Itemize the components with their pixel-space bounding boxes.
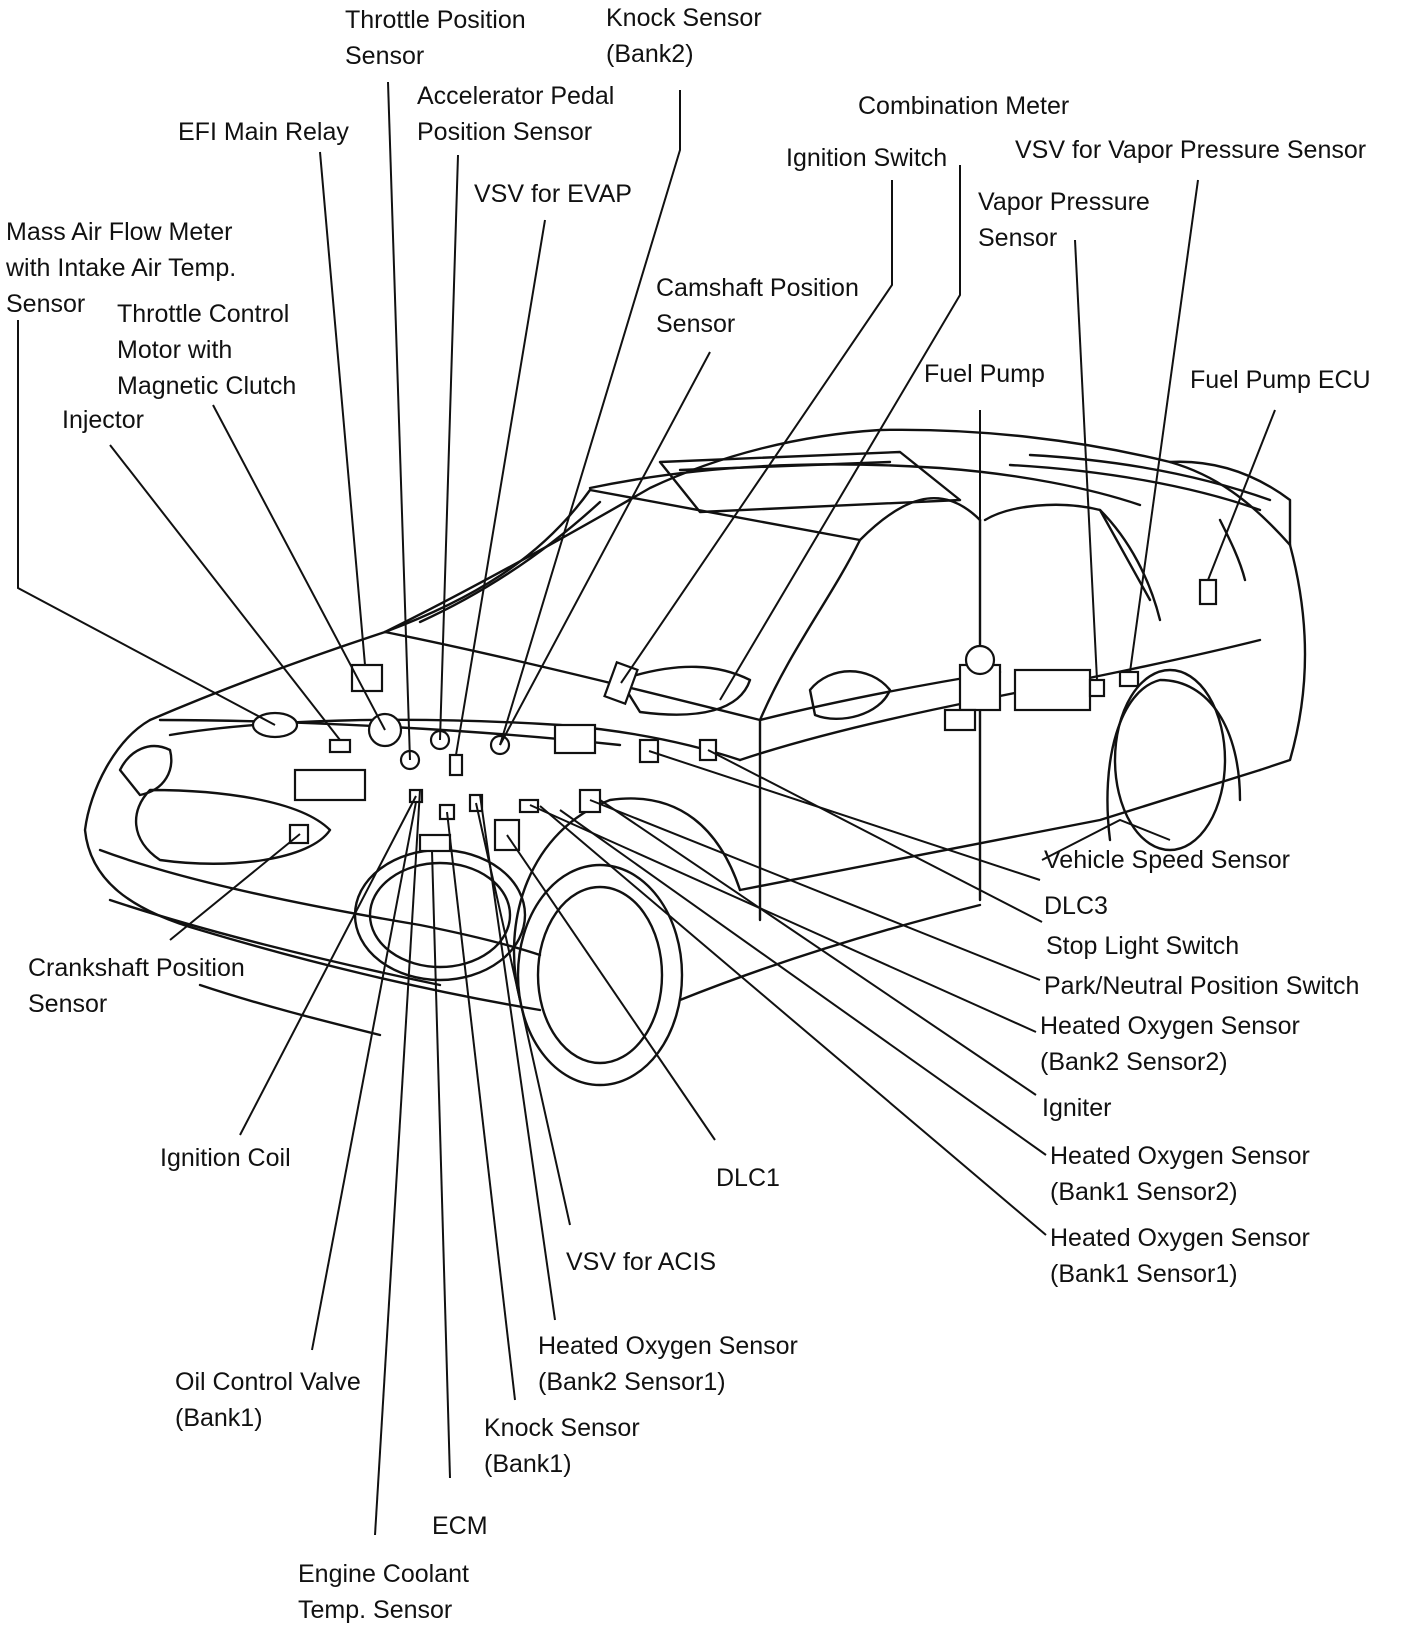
label-camshaft-position-sensor: Camshaft Position Sensor [656,274,859,338]
label-ignition-switch: Ignition Switch [786,144,948,172]
leader-ecm [431,850,451,1479]
label-heated-oxygen-sensor-b1s1: Heated Oxygen Sensor (Bank1 Sensor1) [1050,1224,1310,1288]
label-heated-oxygen-sensor-b2s2: Heated Oxygen Sensor (Bank2 Sensor2) [1040,1012,1300,1076]
leader-fuel-pump-ecu [1207,409,1276,581]
fuel-tank-part [1013,668,1092,712]
label-combination-meter: Combination Meter [858,92,1070,120]
leader-dlc1 [506,834,716,1141]
leader-throttle-control [212,404,386,731]
component-shapes [251,578,1218,853]
fuel-pump-ecu-part [1198,578,1218,606]
leader-mass-air-flow [17,320,276,726]
ho2-bank2-sensor1-part [518,798,540,814]
leader-vsv-evap [455,219,546,756]
leader-igniter [599,799,1037,1096]
leader-knock-sensor-bank2 [499,90,681,746]
leader-stop-light [707,749,1043,923]
label-vsv-for-vapor-pressure-sensor: VSV for Vapor Pressure Sensor [1015,136,1367,164]
label-vsv-for-acis: VSV for ACIS [566,1248,717,1276]
leader-ignition-coil [239,795,417,1136]
leader-vsv-vapor-pressure [1129,179,1199,673]
leader-injector [109,444,341,741]
label-igniter: Igniter [1042,1094,1112,1122]
label-stop-light-switch: Stop Light Switch [1046,932,1240,960]
vsv-vapor-part [1118,670,1140,688]
leader-accelerator-pedal [439,154,459,741]
label-vehicle-speed-sensor: Vehicle Speed Sensor [1044,846,1291,874]
label-heated-oxygen-sensor-b2s1: Heated Oxygen Sensor (Bank2 Sensor1) [538,1332,798,1396]
reservoir-part [553,723,597,755]
label-knock-sensor-bank2: Knock Sensor (Bank2) [606,4,762,68]
label-engine-coolant-temp-sensor: Engine Coolant Temp. Sensor [298,1560,469,1624]
leader-efi-main-relay [319,151,366,666]
label-injector: Injector [62,406,144,434]
leader-engine-coolant-temp [374,789,421,1536]
leader-ho2-b2s1 [479,794,556,1321]
leader-knock-sensor-bank1 [446,811,516,1401]
label-knock-sensor-bank1: Knock Sensor (Bank1) [484,1414,640,1478]
label-mass-air-flow-meter: Mass Air Flow Meter with Intake Air Temp… [6,218,237,318]
label-throttle-control-motor: Throttle Control Motor with Magnetic Clu… [117,300,297,400]
label-heated-oxygen-sensor-b1s2: Heated Oxygen Sensor (Bank1 Sensor2) [1050,1142,1310,1206]
injector-part [328,738,352,754]
leader-oil-control-valve [311,801,417,1351]
label-accelerator-pedal-position-sensor: Accelerator Pedal Position Sensor [417,82,615,146]
leader-ho2-b1s2 [559,809,1047,1156]
label-throttle-position-sensor: Throttle Position Sensor [345,6,526,70]
label-fuel-pump-ecu: Fuel Pump ECU [1190,366,1371,394]
leader-crankshaft-position [169,833,301,941]
leader-ho2-b2s2 [529,804,1037,1033]
leader-camshaft-position [499,351,711,746]
label-efi-main-relay: EFI Main Relay [178,118,349,146]
vsv-evap-part [448,753,464,777]
label-dlc3: DLC3 [1044,892,1108,920]
leader-vehicle-speed [1041,818,1171,861]
combination-meter-part [943,708,977,732]
vapor-pressure-part [1088,678,1106,698]
label-park-neutral-position-switch: Park/Neutral Position Switch [1044,972,1360,1000]
leader-vapor-pressure [1074,239,1098,681]
leader-throttle-position [387,81,411,761]
leader-lines [17,81,1276,1536]
air-cleaner-part [293,768,367,802]
label-crankshaft-position-sensor: Crankshaft Position Sensor [28,954,245,1018]
label-ignition-coil: Ignition Coil [160,1144,291,1172]
label-oil-control-valve-bank1: Oil Control Valve (Bank1) [175,1368,361,1432]
fuel-pump-top-part [964,644,996,676]
label-fuel-pump: Fuel Pump [924,360,1045,388]
leader-park-neutral [589,799,1041,981]
label-vapor-pressure-sensor: Vapor Pressure Sensor [978,188,1150,252]
label-vsv-for-evap: VSV for EVAP [474,180,632,208]
ecm-part [418,833,452,853]
leader-combination-meter [719,165,961,701]
leader-ignition-switch [620,180,893,684]
label-dlc1: DLC1 [716,1164,780,1192]
label-ecm: ECM [432,1512,488,1540]
leader-dlc3 [648,750,1041,881]
leader-ho2-b1s1 [539,805,1047,1236]
